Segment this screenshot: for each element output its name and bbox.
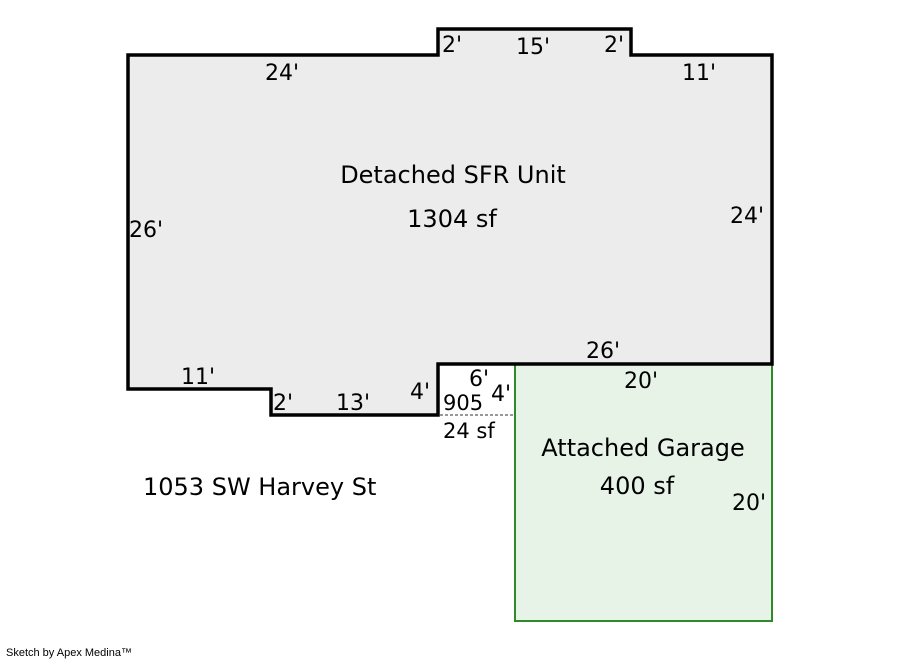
dim-notch-left: 2'	[442, 33, 462, 58]
house-outline	[126, 27, 774, 417]
garage-area: 400 sf	[600, 472, 675, 500]
house-name: Detached SFR Unit	[340, 161, 566, 189]
dim-step-right: 4'	[410, 380, 430, 405]
garage-dim-right: 20'	[732, 491, 766, 516]
dim-top-right: 11'	[682, 61, 716, 86]
dim-bottom-left: 11'	[181, 365, 215, 390]
porch-dim-top: 6'	[469, 367, 489, 392]
sketch-credit: Sketch by Apex Medina™	[6, 647, 132, 659]
porch-label: 905	[443, 391, 483, 415]
dim-left: 26'	[129, 218, 163, 243]
garage-dim-top: 20'	[624, 369, 658, 394]
dim-step-left: 2'	[273, 391, 293, 416]
dim-notch-top: 15'	[516, 35, 550, 60]
garage-name: Attached Garage	[541, 434, 744, 462]
dim-bottom-right: 26'	[586, 339, 620, 364]
porch-area: 24 sf	[443, 419, 495, 443]
porch-dim-right: 4'	[491, 382, 511, 407]
dim-step-bottom: 13'	[336, 391, 370, 416]
dim-notch-right: 2'	[604, 33, 624, 58]
house-area: 1304 sf	[407, 205, 497, 233]
garage-outline	[514, 363, 773, 622]
dim-top-left: 24'	[265, 61, 299, 86]
property-address: 1053 SW Harvey St	[143, 473, 376, 501]
dim-right: 24'	[730, 204, 764, 229]
